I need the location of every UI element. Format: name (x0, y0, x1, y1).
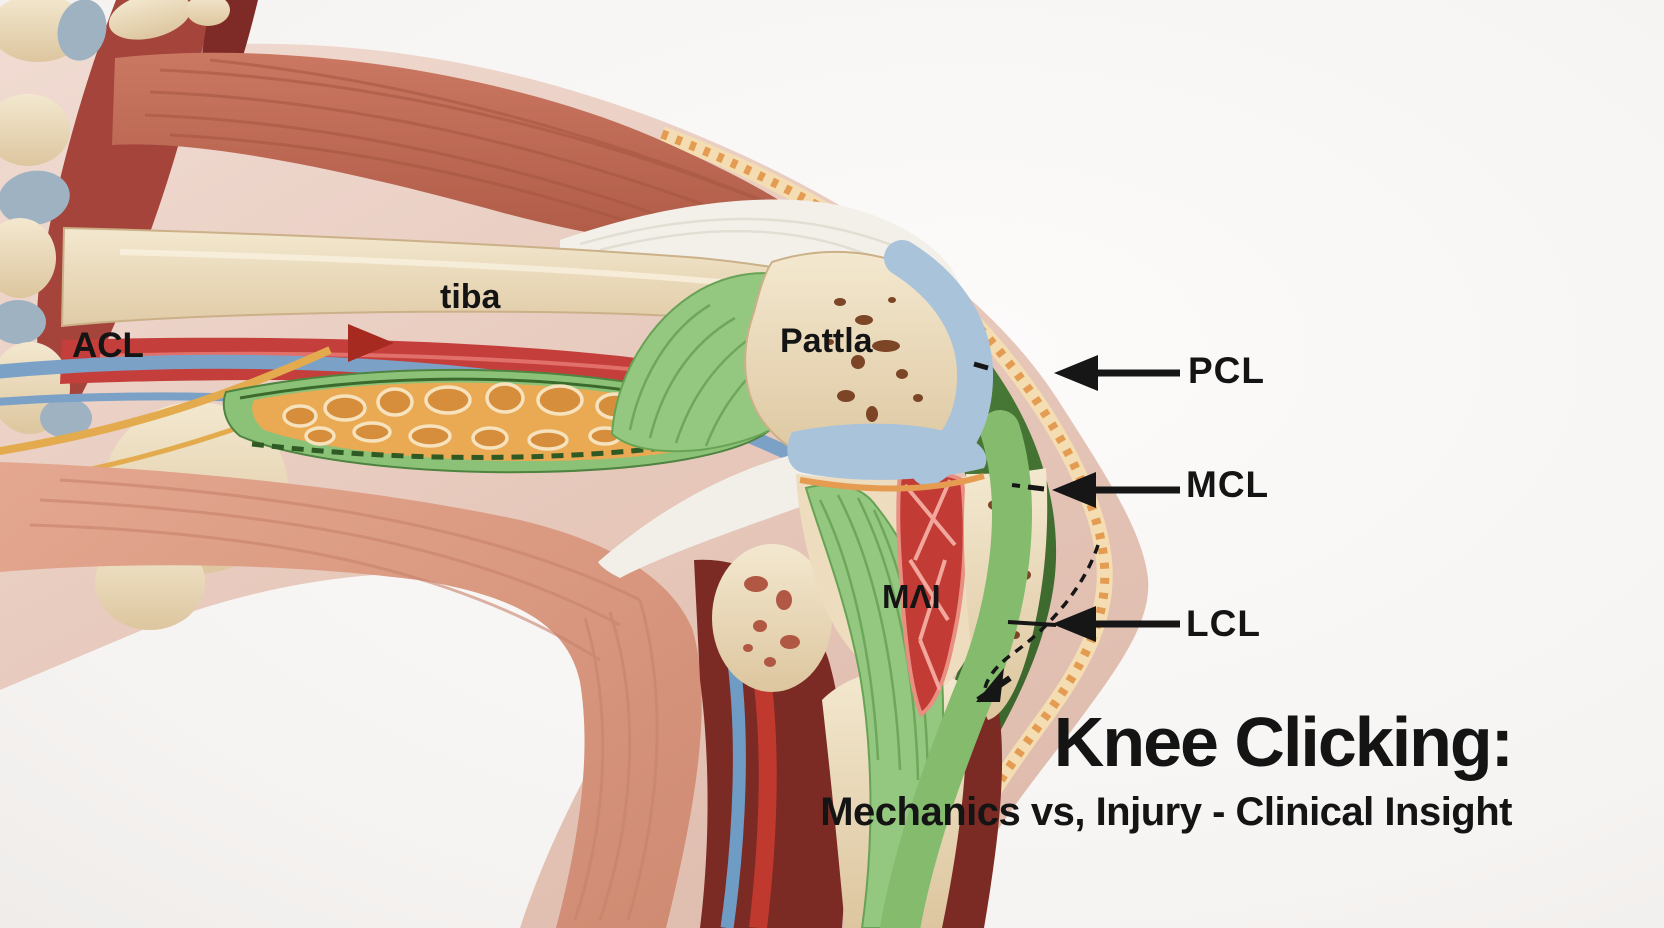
patella-dash (973, 361, 989, 371)
fibula-speckles (743, 576, 800, 667)
muscle-fibers (29, 478, 659, 921)
annotation-arrows (973, 355, 1180, 703)
lcl-pointer-line (1007, 620, 1057, 627)
lcl-dashed-curve (983, 544, 1100, 689)
lcl-arrowhead (1052, 606, 1096, 642)
fibula-head-bone (712, 544, 832, 692)
capsule-inner-green (880, 410, 1032, 928)
quadriceps-muscle (112, 52, 822, 249)
disc-cartilage (57, 0, 107, 61)
hamstring-calf-muscle (0, 462, 702, 928)
tibia-red-trabecular (896, 471, 967, 717)
title-block: Knee Clicking: Mechanics vs, Injury - Cl… (820, 703, 1514, 834)
vertebra-bone (0, 94, 70, 166)
disc-cartilage (0, 300, 46, 344)
vertebra-bone (108, 0, 192, 40)
acl-label: ACL (72, 326, 144, 365)
deep-muscle-right (942, 705, 1003, 928)
plateau-orange-line (799, 473, 985, 492)
mcl-arrowhead (1052, 472, 1096, 508)
vertebra-bone (0, 218, 56, 298)
pcl-label: PCL (1188, 350, 1265, 391)
mcl-dash-2 (1011, 483, 1021, 488)
acl-nerve-line (0, 346, 332, 456)
artery-highlight (99, 351, 701, 378)
dashed-pointer-tick (976, 675, 1012, 703)
muscle-fibers (144, 58, 791, 234)
condyle-speckles (826, 297, 923, 422)
direction-arrowhead (348, 324, 394, 362)
disc-cartilage (40, 398, 92, 438)
vertebra-bone (186, 0, 230, 26)
marrow-dashed-line (251, 433, 747, 460)
patella-label: Pattla (780, 322, 873, 360)
lcl-label: LCL (1186, 603, 1261, 644)
femoral-condyle (744, 250, 980, 470)
disc-cartilage (0, 170, 70, 226)
mcl-dash (1027, 484, 1045, 492)
poster-subtitle: Mechanics vs, Injury - Clinical Insight (820, 789, 1512, 834)
poster-title: Knee Clicking: (1053, 703, 1514, 781)
vessel-blue-lower (720, 654, 746, 928)
mcl-label: MCL (1186, 464, 1270, 505)
trabecular-septa (903, 479, 957, 691)
tibia-label: tiba (440, 278, 501, 316)
tibial-plateau-cartilage (787, 423, 987, 480)
pcl-arrowhead (1054, 355, 1098, 391)
femur-highlight (119, 249, 721, 285)
meniscus-label: MΛI (882, 578, 941, 615)
